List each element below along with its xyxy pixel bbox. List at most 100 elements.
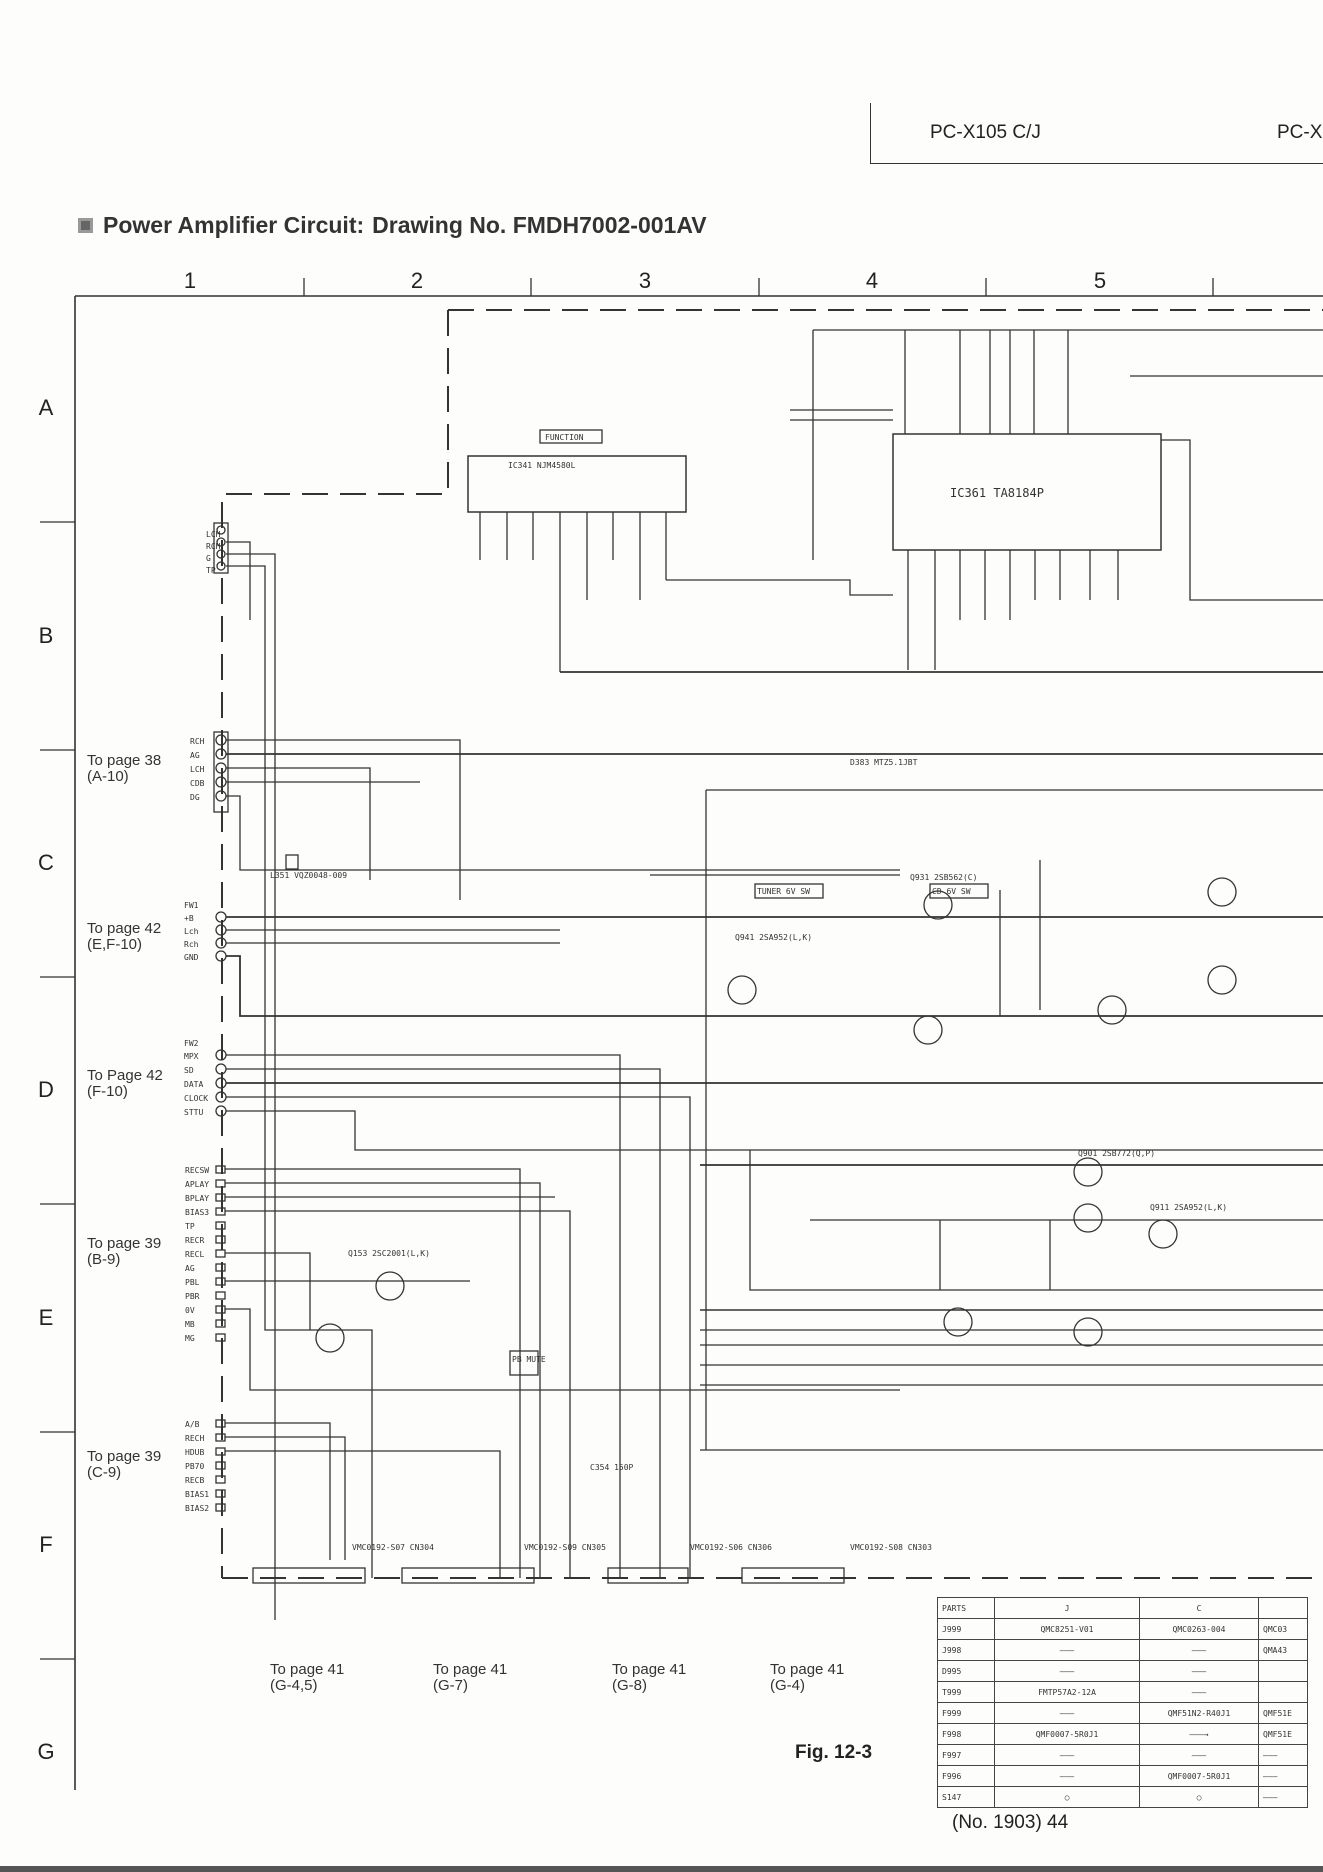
svg-text:MPX: MPX	[184, 1052, 199, 1061]
table-row: F999 ——— QMF51N2-R40J1 QMF51E	[937, 1702, 1308, 1724]
grid-row-label: C	[38, 850, 54, 875]
svg-text:FW2: FW2	[184, 1039, 199, 1048]
svg-text:BIAS3: BIAS3	[185, 1208, 209, 1217]
page-reference: To page 41 (G-4,5)	[270, 1661, 345, 1694]
svg-text:A/B: A/B	[185, 1420, 200, 1429]
svg-text:TP: TP	[185, 1222, 195, 1231]
svg-text:AG: AG	[190, 751, 200, 760]
page-reference: To page 41 (G-7)	[433, 1661, 508, 1694]
svg-text:RCH: RCH	[190, 737, 205, 746]
pb-mute-label: PB MUTE	[512, 1355, 546, 1364]
svg-text:STTU: STTU	[184, 1108, 203, 1117]
svg-text:FW1: FW1	[184, 901, 199, 910]
model-name-cut: PC-X	[1277, 122, 1323, 143]
table-row: S147 ○ ○ ———	[937, 1786, 1308, 1808]
table-row: F996 ——— QMF0007-5R0J1 ———	[937, 1765, 1308, 1787]
cn305-label: VMC0192-S09 CN305	[524, 1543, 606, 1552]
svg-text:BPLAY: BPLAY	[185, 1194, 209, 1203]
svg-text:LCH: LCH	[190, 765, 205, 774]
table-row: J999 QMC8251-V01 QMC0263-004 QMC03	[937, 1618, 1308, 1640]
ic361-label: IC361 TA8184P	[950, 486, 1044, 500]
page-reference: To page 41 (G-4)	[770, 1661, 845, 1694]
diagram-title: Power Amplifier Circuit: Drawing No. FMD…	[78, 212, 707, 239]
grid-row-label: D	[38, 1077, 54, 1102]
svg-text:RECB: RECB	[185, 1476, 204, 1485]
svg-text:RCH: RCH	[206, 542, 221, 551]
svg-text:Rch: Rch	[184, 940, 199, 949]
grid-row-label: F	[39, 1532, 53, 1557]
ic341-label: IC341 NJM4580L	[508, 461, 576, 470]
svg-text:RECSW: RECSW	[185, 1166, 209, 1175]
grid-column-label: 2	[410, 268, 424, 293]
svg-text:MB: MB	[185, 1320, 195, 1329]
drawing-number: Drawing No. FMDH7002-001AV	[372, 212, 707, 238]
svg-text:APLAY: APLAY	[185, 1180, 209, 1189]
square-bullet-icon	[78, 218, 93, 233]
grid-row-label: E	[38, 1305, 54, 1330]
cd-sw-label: CD 6V SW	[932, 887, 971, 896]
q901-label: Q901 2SB772(Q,P)	[1078, 1149, 1155, 1158]
svg-text:LCH: LCH	[206, 530, 221, 539]
svg-text:PBL: PBL	[185, 1278, 200, 1287]
svg-text:HDUB: HDUB	[185, 1448, 204, 1457]
svg-text:DG: DG	[190, 793, 200, 802]
cn306-label: VMC0192-S06 CN306	[690, 1543, 772, 1552]
function-label: FUNCTION	[545, 433, 584, 442]
grid-column-label: 1	[183, 268, 197, 293]
header-box	[870, 103, 1323, 164]
table-row: D995 ——— ———	[937, 1660, 1308, 1682]
svg-text:0V: 0V	[185, 1306, 195, 1315]
c354-label: C354 150P	[590, 1463, 634, 1472]
page-reference: To page 41 (G-8)	[612, 1661, 687, 1694]
page-reference: To Page 42 (F-10)	[87, 1067, 163, 1100]
page-footer: (No. 1903) 44	[952, 1812, 1069, 1833]
q931-label: Q931 2SB562(C)	[910, 873, 977, 882]
table-row: T999 FMTP57A2-12A ———	[937, 1681, 1308, 1703]
grid-column-label: 3	[638, 268, 652, 293]
svg-text:SD: SD	[184, 1066, 194, 1075]
cn304-label: VMC0192-S07 CN304	[352, 1543, 434, 1552]
svg-text:TP: TP	[206, 566, 216, 575]
table-row: J998 ——— ——— QMA43	[937, 1639, 1308, 1661]
svg-text:BIAS2: BIAS2	[185, 1504, 209, 1513]
q941-label: Q941 2SA952(L,K)	[735, 933, 812, 942]
svg-text:MG: MG	[185, 1334, 195, 1343]
q153-label: Q153 2SC2001(L,K)	[348, 1249, 430, 1258]
page-reference: To page 38 (A-10)	[87, 752, 162, 785]
page-reference: To page 42 (E,F-10)	[87, 920, 162, 953]
svg-text:GND: GND	[184, 953, 199, 962]
page-reference: To page 39 (C-9)	[87, 1448, 162, 1481]
svg-text:PB70: PB70	[185, 1462, 204, 1471]
q911-label: Q911 2SA952(L,K)	[1150, 1203, 1227, 1212]
svg-text:CLOCK: CLOCK	[184, 1094, 208, 1103]
svg-text:AG: AG	[185, 1264, 195, 1273]
grid-row-label: A	[38, 395, 54, 420]
model-name: PC-X105 C/J	[930, 122, 1041, 143]
table-header-row: PARTS J C	[937, 1597, 1308, 1619]
svg-text:BIAS1: BIAS1	[185, 1490, 209, 1499]
svg-text:RECL: RECL	[185, 1250, 204, 1259]
svg-text:CDB: CDB	[190, 779, 205, 788]
grid-row-label: B	[38, 623, 54, 648]
parts-table: PARTS J C J999 QMC8251-V01 QMC0263-004 Q…	[937, 1597, 1308, 1808]
table-row: F998 QMF0007-5R0J1 ———→ QMF51E	[937, 1723, 1308, 1745]
cn303-label: VMC0192-S08 CN303	[850, 1543, 932, 1552]
grid-column-label: 5	[1093, 268, 1107, 293]
svg-text:G: G	[206, 554, 211, 563]
svg-text:DATA: DATA	[184, 1080, 203, 1089]
table-row: F997 ——— ——— ———	[937, 1744, 1308, 1766]
page-reference: To page 39 (B-9)	[87, 1235, 162, 1268]
svg-text:RECR: RECR	[185, 1236, 204, 1245]
grid-row-label: G	[37, 1739, 55, 1764]
d383-label: D383 MTZ5.1JBT	[850, 758, 918, 767]
page-bottom-border	[0, 1866, 1323, 1872]
svg-text:RECH: RECH	[185, 1434, 204, 1443]
tuner-sw-label: TUNER 6V SW	[757, 887, 810, 896]
svg-text:PBR: PBR	[185, 1292, 200, 1301]
grid-column-label: 4	[865, 268, 879, 293]
svg-text:Lch: Lch	[184, 927, 199, 936]
l351-label: L351 VQZ0048-009	[270, 871, 347, 880]
figure-label: Fig. 12-3	[795, 1742, 873, 1763]
svg-text:+B: +B	[184, 914, 194, 923]
